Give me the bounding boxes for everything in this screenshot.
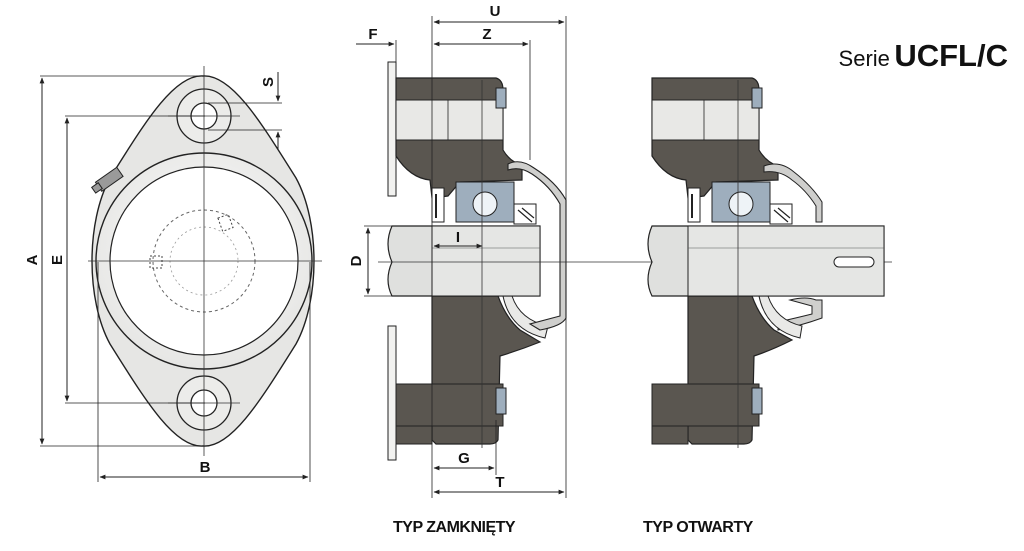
dim-label-u: U [490,3,501,20]
bearing-ball [472,191,498,217]
series-prefix: Serie [838,46,890,71]
side-view-closed: U Z F D I G T [348,3,892,498]
dim-label-i: I [456,229,460,246]
caption-open-type: TYP OTWARTY [643,519,753,536]
grease-nipple [90,166,124,194]
dim-label-e: E [49,255,66,265]
series-name: UCFL/C [894,38,1008,73]
dim-label-s: S [260,77,277,87]
dim-label-f: F [368,26,377,43]
set-screw [149,255,163,269]
dim-label-t: T [495,474,504,491]
front-view: A E S B [24,66,322,482]
dim-label-b: B [200,459,211,476]
mounting-plate [387,325,397,461]
caption-closed-type: TYP ZAMKNIĘTY [393,519,516,536]
side-view-open [647,77,885,448]
mounting-plate [387,61,397,197]
dim-label-z: Z [482,26,491,43]
dim-label-g: G [458,450,470,467]
dim-label-a: A [24,254,41,265]
dim-label-d: D [348,255,365,266]
end-cover [507,161,567,331]
bearing-ball [728,191,754,217]
series-title: Serie UCFL/C [839,38,1008,74]
shaft-keyway [833,256,875,268]
set-screw [217,213,234,232]
